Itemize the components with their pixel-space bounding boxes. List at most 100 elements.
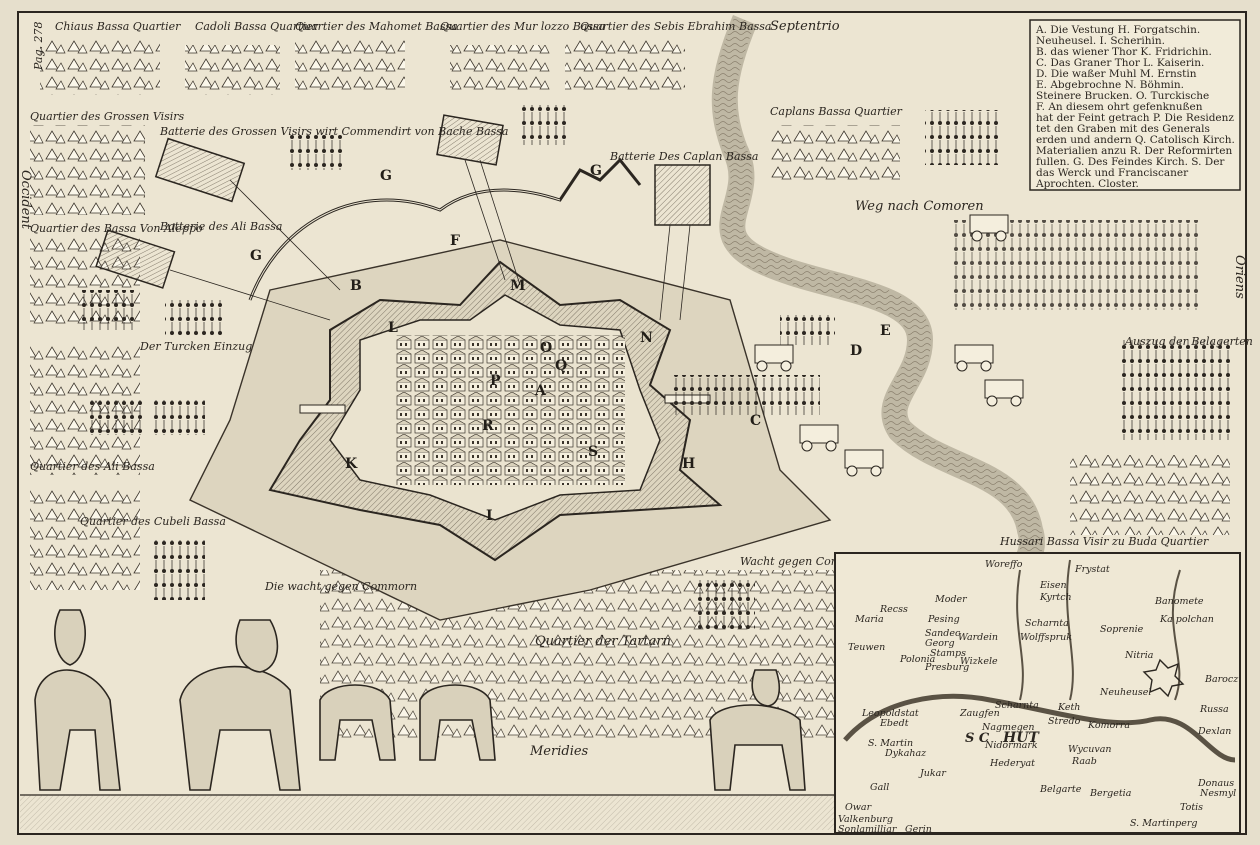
svg-text:Nitria: Nitria: [1124, 650, 1154, 661]
svg-text:Russa: Russa: [1199, 704, 1229, 715]
letter-G1: G: [380, 168, 392, 184]
svg-text:Raab: Raab: [1071, 756, 1097, 767]
svg-text:Scharnta: Scharnta: [1025, 618, 1069, 629]
troop-formations: [80, 105, 1230, 630]
label-quarter-hussari: Hussari Bassa Visir zu Buda Quartier: [999, 535, 1209, 548]
battery-grossen-visirs: [154, 137, 246, 203]
svg-text:Recss: Recss: [879, 604, 908, 615]
svg-text:Stamps: Stamps: [930, 648, 966, 659]
svg-text:Dykahaz: Dykahaz: [884, 748, 927, 759]
svg-text:Eisen: Eisen: [1039, 580, 1067, 591]
svg-text:Teuwen: Teuwen: [848, 642, 885, 653]
svg-text:Keth: Keth: [1057, 702, 1080, 713]
svg-text:Totis: Totis: [1180, 802, 1203, 813]
letter-L: L: [388, 320, 398, 336]
letter-D: D: [850, 343, 862, 359]
battery-ali-bassa: [95, 229, 176, 289]
inset-regional-map: [834, 552, 1241, 834]
legend-line: erden und andern Q. Catolisch Kirch.: [1036, 134, 1235, 146]
svg-text:HUT: HUT: [1002, 730, 1040, 746]
legend-line: C. Das Graner Thor L. Kaiserin.: [1036, 57, 1204, 69]
svg-text:Jukar: Jukar: [918, 768, 947, 779]
svg-text:Sonlamilliar: Sonlamilliar: [838, 824, 898, 835]
svg-text:Nagmegen: Nagmegen: [981, 722, 1035, 733]
legend-line: D. Die waßer Muhl M. Ernstin: [1036, 68, 1197, 80]
svg-text:Ka polchan: Ka polchan: [1159, 614, 1214, 625]
letter-R: R: [482, 418, 494, 434]
letter-Q: Q: [555, 358, 567, 374]
letter-C: C: [750, 413, 761, 429]
label-quarter-tartarn: Quartier der Tartarn: [535, 634, 671, 649]
compass-west: Occident: [18, 170, 33, 230]
svg-text:Bergetia: Bergetia: [1089, 788, 1132, 799]
svg-text:Belgarte: Belgarte: [1039, 784, 1082, 795]
inset-river: [1171, 569, 1181, 701]
fire-lines: [169, 159, 691, 321]
letter-I: I: [486, 508, 493, 524]
svg-text:Nesmyl: Nesmyl: [1199, 788, 1236, 799]
svg-text:Banomete: Banomete: [1154, 596, 1204, 607]
inset-river: [1066, 559, 1074, 701]
svg-text:Soprenie: Soprenie: [1100, 624, 1144, 635]
legend-line: Materialien anzu R. Der Reformirten: [1036, 145, 1232, 157]
svg-text:Polonia: Polonia: [899, 654, 936, 665]
letter-K: K: [345, 456, 358, 472]
legend-line: Neuheusel. I. Scherihin.: [1036, 35, 1165, 47]
letter-G3: G: [250, 248, 262, 264]
svg-text:Presburg: Presburg: [924, 662, 969, 673]
bridge: [299, 404, 346, 414]
town-buildings: [395, 335, 625, 485]
baggage-train: [754, 214, 1024, 477]
compass-north: Septentrio: [770, 19, 840, 34]
svg-text:Wolffspruk: Wolffspruk: [1020, 632, 1072, 643]
foreground-riders: [34, 609, 806, 791]
svg-text:Maria: Maria: [854, 614, 884, 625]
battery-north: [436, 114, 504, 166]
svg-text:S. Martinperg: S. Martinperg: [1130, 818, 1197, 829]
camp-tents: [30, 40, 1230, 740]
svg-text:Hederyat: Hederyat: [989, 758, 1035, 769]
letter-P: P: [490, 373, 501, 389]
label-quarter-murlozzo: Quartier des Mur lozzo Bassa: [440, 20, 605, 33]
label-quarter-caplans: Caplans Bassa Quartier: [770, 105, 903, 118]
inset-danube: [843, 693, 1236, 763]
inset-river: [1016, 569, 1024, 701]
legend-line: A. Die Vestung H. Forgatschin.: [1035, 24, 1200, 36]
label-quarter-sebis: Quartier des Sebis Ebrahim Bassa: [580, 20, 771, 33]
inset-place-names: Woreffo Moder Maria Recss Pesing Sandec …: [838, 559, 1239, 835]
legend-line: hat der Feint getrach P. Die Residenz: [1036, 112, 1234, 124]
svg-text:Stredo: Stredo: [1048, 716, 1081, 727]
svg-text:Wizkele: Wizkele: [960, 656, 998, 667]
letter-E: E: [880, 323, 891, 339]
svg-text:Wycuvan: Wycuvan: [1068, 744, 1112, 755]
svg-text:Nidormark: Nidormark: [984, 740, 1038, 751]
label-auszug: Auszug der Belagerten: [1124, 335, 1253, 348]
svg-text:Gerin: Gerin: [905, 824, 932, 835]
label-turcken-einzug: Der Turcken Einzug: [139, 340, 252, 353]
letter-G2: G: [590, 163, 602, 179]
svg-text:Valkenburg: Valkenburg: [838, 814, 893, 825]
label-quarter-cadoli: Cadoli Bassa Quartier: [195, 20, 319, 33]
label-battery-ali-bassa: Batterie des Ali Bassa: [159, 220, 282, 233]
svg-text:Georg: Georg: [925, 638, 955, 649]
legend-line: tet den Graben mit des Generals: [1036, 123, 1210, 135]
svg-text:Leopoldstat: Leopoldstat: [861, 708, 919, 719]
legend-line: das Werck und Franciscaner: [1036, 167, 1189, 179]
legend-line: Aprochten. Closter.: [1035, 178, 1139, 190]
letter-F: F: [450, 233, 460, 249]
letter-B: B: [350, 278, 362, 294]
label-quarter-alibassa: Quartier des Ali Bassa: [30, 460, 155, 473]
svg-text:S C: S C: [965, 731, 990, 746]
compass-east: Oriens: [1232, 255, 1247, 299]
label-quarter-grossen-visirs: Quartier des Grossen Visirs: [30, 110, 185, 123]
label-wacht-commorn-a: Die wacht gegen Commorn: [264, 580, 417, 593]
letter-A: A: [534, 383, 547, 399]
letter-H: H: [682, 456, 695, 472]
svg-text:Pesing: Pesing: [927, 614, 960, 625]
label-quarter-chiaus: Chiaus Bassa Quartier: [55, 20, 181, 33]
svg-text:Ebedt: Ebedt: [879, 718, 909, 729]
legend-line: E. Abgebrochne N. Böhmin.: [1036, 79, 1184, 91]
legend-line: Steinere Brucken. O. Turckische: [1036, 90, 1209, 102]
legend-box: A. Die Vestung H. Forgatschin. Neuheusel…: [1029, 19, 1241, 191]
svg-text:Neuheusel: Neuheusel: [1099, 687, 1151, 698]
